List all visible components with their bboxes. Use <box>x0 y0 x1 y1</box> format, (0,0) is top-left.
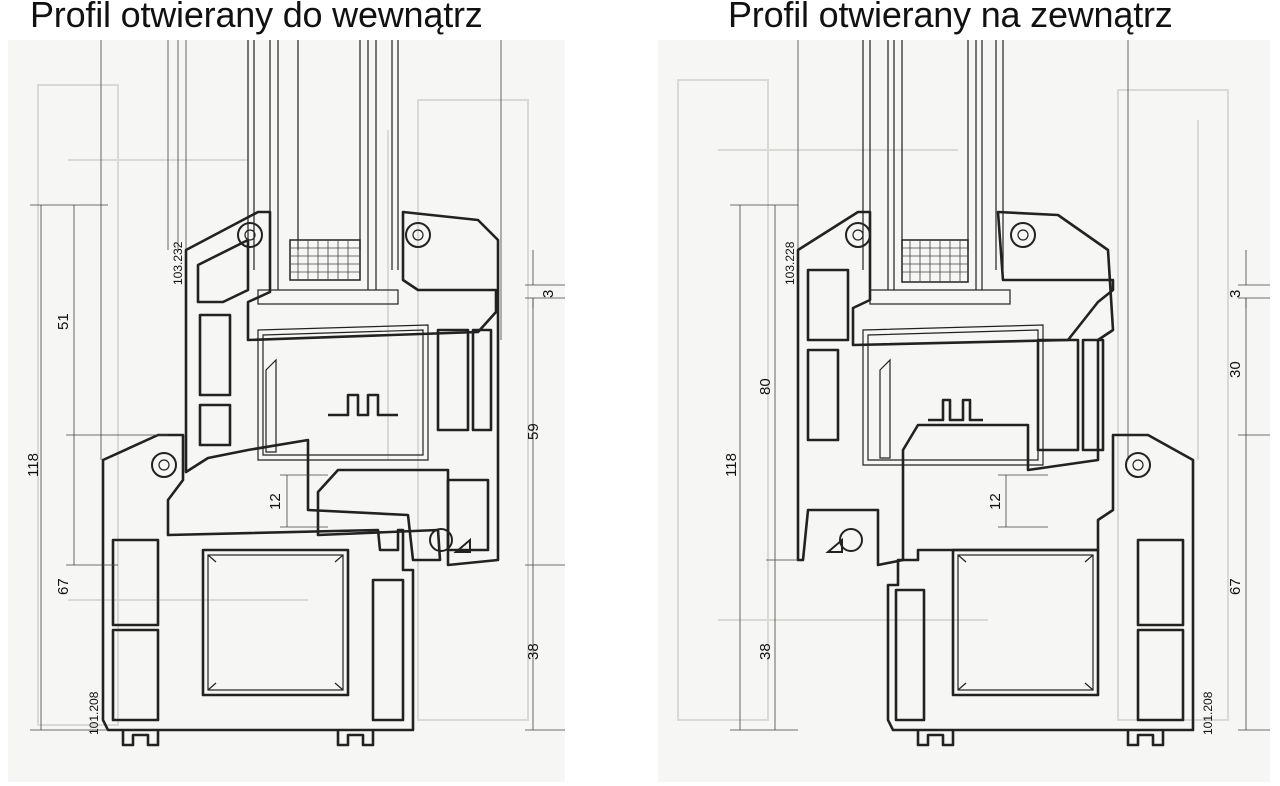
dimension-labels: 118 51 67 103.232 101.208 12 3 59 38 <box>25 241 557 735</box>
spacer-bar <box>901 239 969 283</box>
dim-overlap: 12 <box>987 493 1004 510</box>
gasket-seals <box>825 222 1151 553</box>
background-ghost-lines <box>677 79 1229 721</box>
dim-upper: 80 <box>757 378 774 395</box>
dim-sash-height: 30 <box>1227 361 1244 378</box>
dim-overlap: 12 <box>267 493 284 510</box>
dim-frame-height: 67 <box>1227 578 1244 595</box>
dim-glazing-gap: 3 <box>540 290 557 298</box>
dim-lower: 38 <box>757 643 774 660</box>
glazing-lines <box>100 40 502 460</box>
dim-lower: 67 <box>55 578 72 595</box>
dim-frame-height: 38 <box>525 643 542 660</box>
dimension-labels: 118 80 38 103.228 101.208 12 3 30 67 <box>723 241 1244 735</box>
dim-upper: 51 <box>55 313 72 330</box>
dim-total: 118 <box>25 453 42 477</box>
title-right: Profil otwierany na zewnątrz <box>728 0 1173 35</box>
dim-glazing-gap: 3 <box>1227 290 1244 298</box>
inward-profile-svg: 118 51 67 103.232 101.208 12 3 59 38 <box>25 40 565 747</box>
background-ghost-lines <box>37 84 529 726</box>
gasket-seals <box>151 222 471 553</box>
dim-sash-height: 59 <box>525 423 542 440</box>
outward-profile-svg: 118 80 38 103.228 101.208 12 3 30 67 <box>677 40 1270 747</box>
dim-frame-code: 101.208 <box>87 691 101 735</box>
inward-profile-drawing: 118 51 67 103.232 101.208 12 3 59 38 <box>8 40 565 782</box>
sash-profile <box>184 210 500 567</box>
dimension-lines <box>730 204 1270 731</box>
dim-sash-code: 103.228 <box>783 241 797 285</box>
outward-profile-drawing: 118 80 38 103.228 101.208 12 3 30 67 <box>658 40 1270 782</box>
dim-sash-code: 103.232 <box>171 241 185 285</box>
dimension-lines <box>30 204 565 731</box>
frame-profile <box>886 433 1195 747</box>
title-left: Profil otwierany do wewnątrz <box>30 0 483 35</box>
spacer-bar <box>289 239 361 281</box>
dim-total: 118 <box>723 453 740 477</box>
sash-profile <box>796 210 1115 567</box>
frame-profile <box>101 433 415 747</box>
dim-frame-code: 101.208 <box>1201 691 1215 735</box>
